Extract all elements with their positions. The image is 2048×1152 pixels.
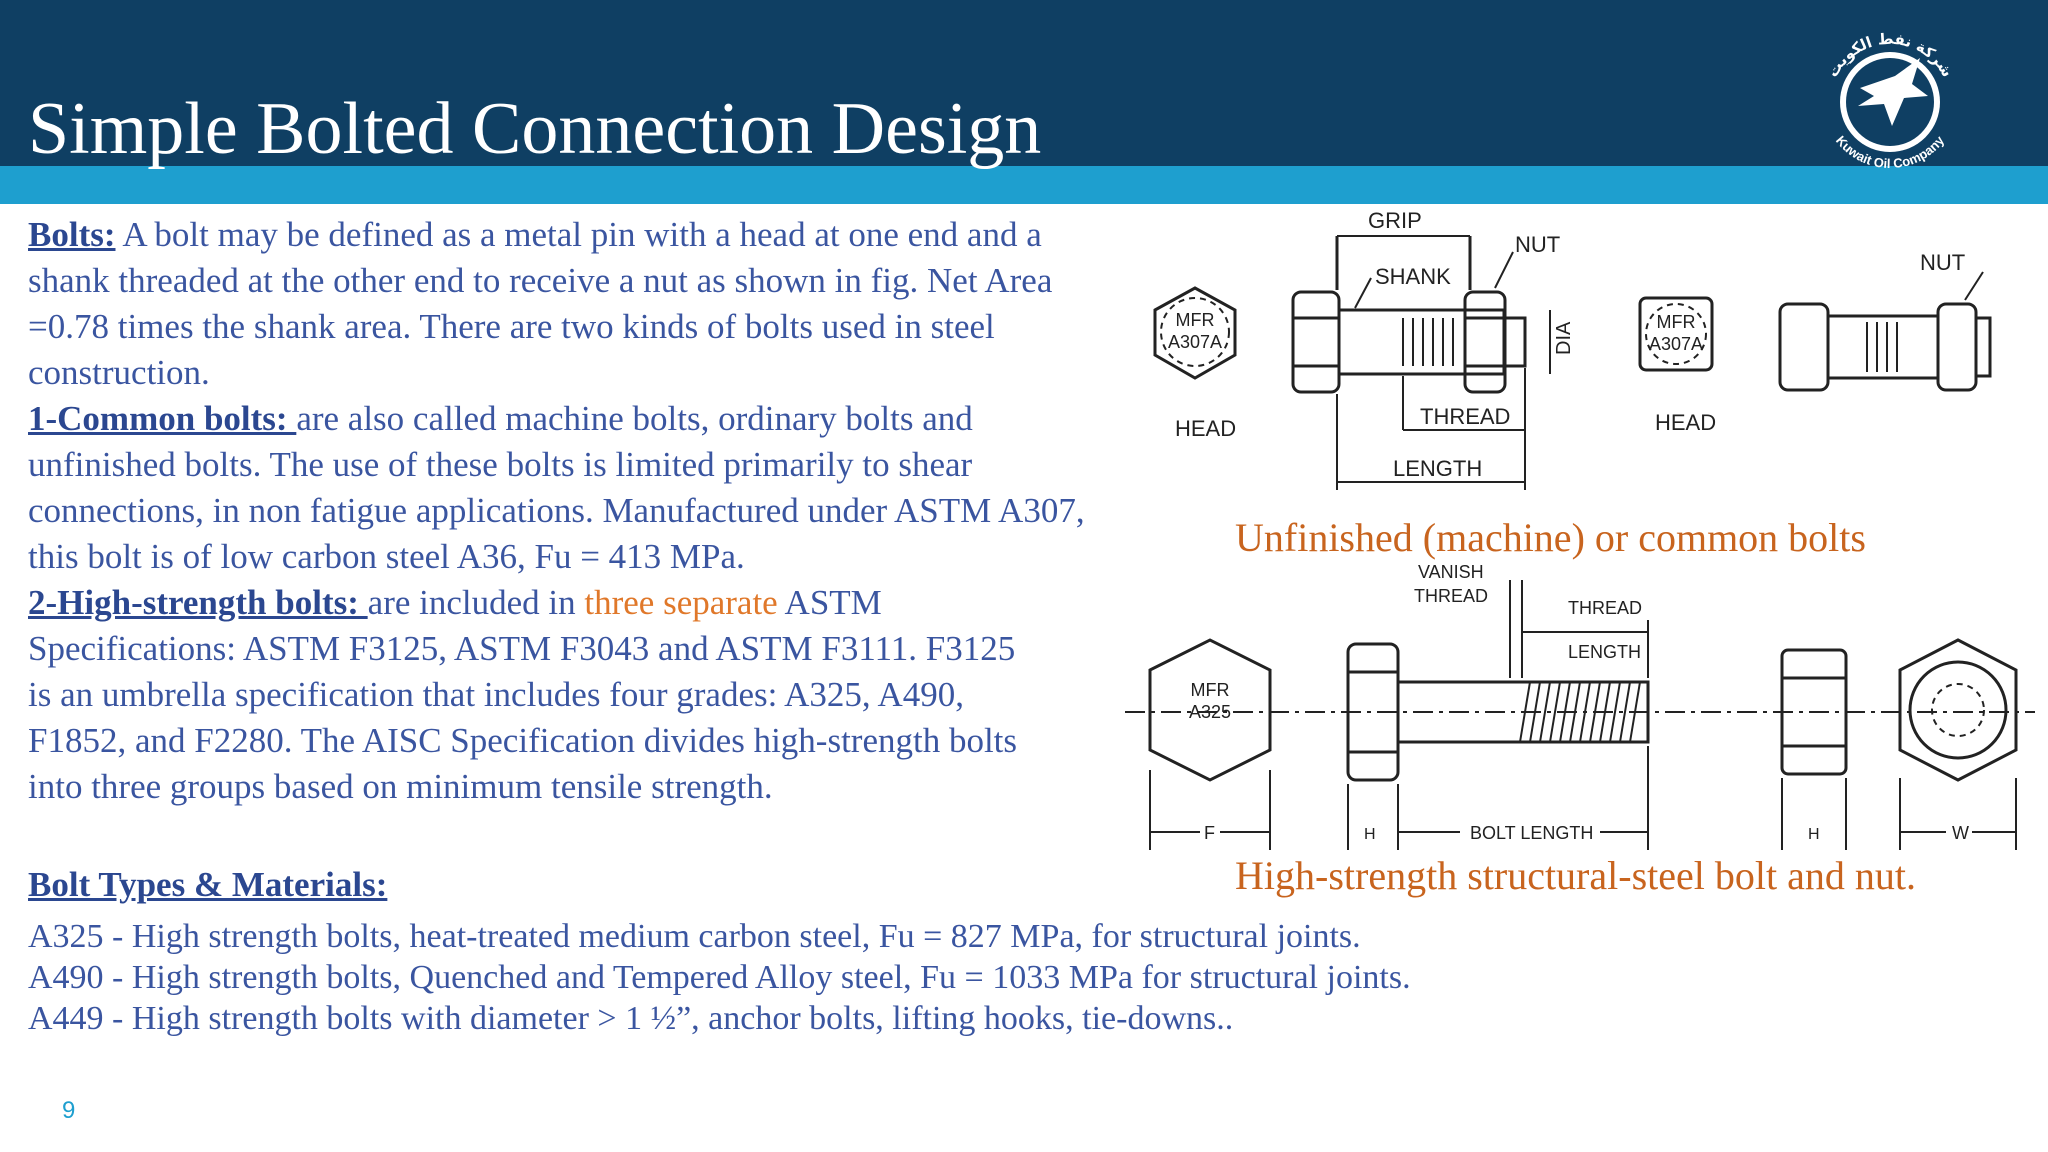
high-strength-bolts-keyword: 2-High-strength bolts:	[28, 583, 368, 622]
thread-hatching	[1519, 681, 1641, 743]
length-label: LENGTH	[1393, 456, 1482, 481]
nut-label: NUT	[1515, 232, 1560, 257]
hs-nut-face	[1898, 638, 2018, 782]
hex-head-face	[1153, 286, 1237, 380]
bolt-length-label: BOLT LENGTH	[1470, 823, 1593, 843]
high-strength-bolts-paragraph: 2-High-strength bolts: are included in t…	[28, 580, 1028, 810]
thread-label: THREAD	[1420, 404, 1510, 429]
three-separate-highlight: three separate	[584, 583, 778, 622]
bolt-shank-2	[1826, 314, 1940, 380]
high-strength-caption: High-strength structural-steel bolt and …	[1235, 853, 1916, 898]
high-strength-text-a: are included in	[367, 583, 585, 622]
f-label: F	[1204, 823, 1215, 843]
common-bolts-paragraph: 1-Common bolts: are also called machine …	[28, 396, 1118, 580]
high-strength-text-b: ASTM Specifications: ASTM F3125, ASTM F3…	[28, 583, 1018, 806]
mfr-label-2: MFR	[1657, 312, 1696, 332]
nut-label-2: NUT	[1920, 250, 1965, 275]
thread-length-label-2: LENGTH	[1568, 642, 1641, 662]
w-label: W	[1952, 823, 1969, 843]
bolt-type-a490: A490 - High strength bolts, Quenched and…	[28, 959, 1411, 996]
grip-label: GRIP	[1368, 208, 1422, 233]
bolts-keyword: Bolts:	[28, 215, 116, 254]
square-head-face	[1638, 296, 1714, 372]
slide-title: Simple Bolted Connection Design	[28, 88, 1042, 170]
page-number: 9	[62, 1097, 76, 1124]
vanish-thread-label: THREAD	[1414, 586, 1488, 606]
grade-label-2: A307A	[1649, 334, 1703, 354]
mfr-label: MFR	[1176, 310, 1215, 330]
common-bolts-keyword: 1-Common bolts:	[28, 399, 297, 438]
h-label: H	[1364, 826, 1376, 843]
bolt-types-heading: Bolt Types & Materials:	[28, 865, 388, 904]
bolt-type-a449: A449 - High strength bolts with diameter…	[28, 1000, 1234, 1037]
head-label-2: HEAD	[1655, 410, 1716, 435]
header-band	[0, 0, 2048, 166]
dia-label: DIA	[1553, 321, 1575, 355]
vanish-label: VANISH	[1418, 562, 1484, 582]
hex-bolt-head-face	[1148, 638, 1272, 782]
grade-label-hs: A325	[1189, 702, 1231, 722]
header-accent-strip	[0, 166, 2048, 204]
bolt-types-list: A325 - High strength bolts, heat-treated…	[28, 916, 1411, 1039]
high-strength-bolt-figure: MFR A325 F VANISH THREAD THREAD LENGTH H…	[1125, 562, 2035, 850]
nut-side	[1463, 290, 1507, 394]
body-text: Bolts: A bolt may be defined as a metal …	[28, 212, 1128, 810]
bolts-definition-text: A bolt may be defined as a metal pin wit…	[28, 215, 1053, 392]
bolt-head	[1291, 290, 1341, 394]
head-label: HEAD	[1175, 416, 1236, 441]
bolt-shank	[1337, 308, 1506, 376]
hs-nut-side	[1780, 648, 1848, 776]
bolt-head-2	[1778, 302, 1830, 392]
common-bolts-caption: Unfinished (machine) or common bolts	[1235, 515, 1866, 560]
mfr-label-hs: MFR	[1191, 680, 1230, 700]
kuwait-oil-company-logo: شركة نفط الكويت Kuwait Oil Company	[1824, 30, 1957, 171]
shank-label: SHANK	[1375, 264, 1451, 289]
bolt-type-a325: A325 - High strength bolts, heat-treated…	[28, 918, 1361, 955]
grade-label: A307A	[1168, 332, 1222, 352]
thread-length-label-1: THREAD	[1568, 598, 1642, 618]
hs-bolt-shank	[1396, 680, 1650, 744]
nut-side-2	[1936, 302, 1978, 392]
h-label-2: H	[1808, 826, 1820, 843]
bolts-definition-paragraph: Bolts: A bolt may be defined as a metal …	[28, 212, 1118, 396]
common-bolts-text: are also called machine bolts, ordinary …	[28, 399, 1085, 576]
common-bolt-figure: MFR A307A HEAD GRIP SHANK NUT DIA THREAD…	[1153, 208, 1992, 490]
